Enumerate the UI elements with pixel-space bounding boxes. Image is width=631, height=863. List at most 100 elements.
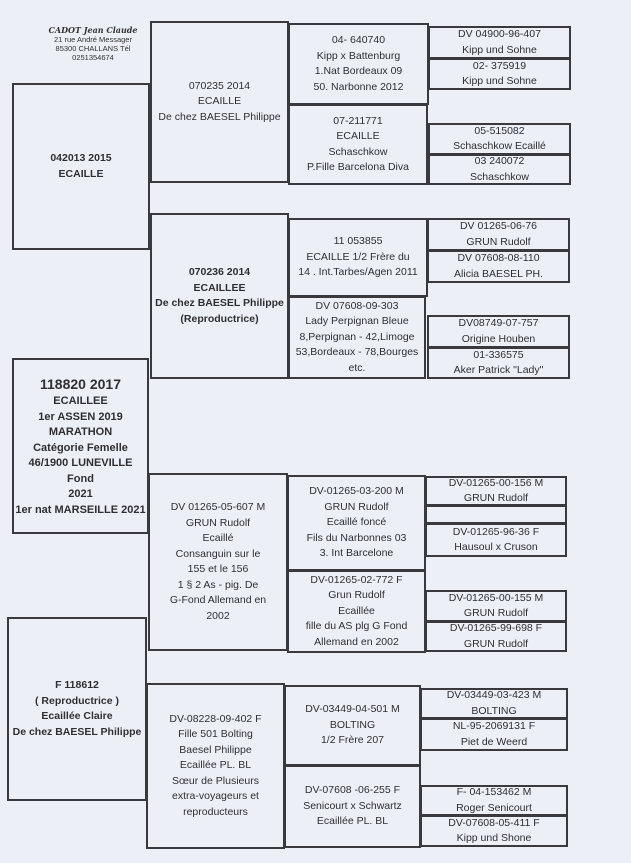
breeder-name: CADOT Jean Claude	[48, 25, 138, 35]
pedigree-text-line: DV-07608-05-411 F	[448, 816, 540, 829]
pedigree-text-line: DV-01265-03-200 M	[309, 485, 404, 498]
pedigree-text-line: DV-01265-02-772 F	[310, 573, 403, 586]
pedigree-text-line: GRUN Rudolf	[463, 637, 529, 650]
pedigree-text-line: ECAILLE	[336, 130, 380, 142]
pedigree-text-line: 070236 2014	[188, 266, 251, 278]
pedigree-text-line: Ecaillée PL. BL	[179, 759, 252, 772]
pedigree-text-line: Hausoul x Cruson	[454, 541, 538, 553]
pedigree-text-line: Senicourt x Schwartz	[303, 799, 402, 812]
great-ancestor-box: DV-07608-05-411 F Kipp und Shone	[420, 815, 568, 847]
pedigree-text-line: 1er ASSEN 2019	[38, 410, 123, 423]
pedigree-text-line: Catégorie Femelle	[33, 441, 128, 454]
pedigree-text-line: F- 04-153462 M	[456, 786, 532, 798]
pedigree-text-line: Origine Houben	[461, 332, 536, 345]
great-ancestor-box: DV-01265-00-156 M GRUN Rudolf	[425, 476, 567, 506]
pedigree-text-line: Kipp und Sohne	[462, 43, 537, 56]
pedigree-text-line: 53,Bordeaux - 78,Bourges	[295, 346, 419, 359]
pedigree-text-line: ( Reproductrice )	[34, 694, 119, 707]
pedigree-text-line: DV-01265-96-36 F	[452, 525, 540, 538]
pedigree-text-line: BOLTING	[471, 704, 517, 717]
pedigree-text-line: Schaschkow Ecaillé	[453, 140, 546, 152]
pedigree-text-line: 1/2 Frère 207	[320, 734, 385, 747]
pedigree-text-line: 2002	[206, 609, 230, 622]
pedigree-text-line: GRUN Rudolf	[185, 516, 251, 529]
pedigree-text-line: DV 07608-09-303	[315, 299, 399, 312]
pedigree-text-line: ECAILLE	[58, 167, 104, 180]
pedigree-text-line: De chez BAESEL Philippe	[155, 297, 284, 309]
pedigree-text-line: Baesel Philippe	[179, 743, 252, 756]
pedigree-text-line: 3. Int Barcelone	[319, 547, 394, 560]
pedigree-text-line: Kipp und Sohne	[462, 75, 537, 87]
pedigree-text-line: Consanguin sur le	[175, 547, 261, 560]
pedigree-text-line: DV 04900-96-407	[458, 28, 541, 40]
pedigree-text-line: DV 01265-06-76	[459, 220, 538, 232]
pedigree-text-line: P.Fille Barcelona Diva	[307, 161, 409, 173]
pedigree-text-line: reproducteurs	[183, 805, 248, 818]
pedigree-text-line: GRUN Rudolf	[463, 492, 529, 504]
pedigree-text-line: ECAILLEE	[193, 281, 246, 294]
pedigree-text-line: Ecaillée Claire	[41, 710, 113, 722]
pedigree-text-line: Lady Perpignan Bleue	[305, 315, 409, 328]
great-ancestor-box: DV-01265-00-155 M GRUN Rudolf	[425, 590, 567, 622]
pedigree-text-line: etc.	[348, 361, 366, 374]
pedigree-text-line: DV-01265-99-698 F	[449, 622, 543, 634]
pedigree-text-line: Ecaillé foncé	[326, 516, 387, 529]
breeder-phone: 0251354674	[72, 53, 114, 62]
pedigree-text-line: 1.Nat Bordeaux 09	[314, 65, 403, 77]
pedigree-text-line: 042013 2015	[50, 152, 112, 164]
pedigree-text-line: DV-07608 -06-255 F	[304, 784, 401, 797]
pedigree-text-line: Ecaillée	[338, 604, 375, 617]
pedigree-text-line: 05-515082	[474, 124, 525, 137]
breeder-stamp: CADOT Jean Claude 21 rue André Messager …	[48, 25, 138, 63]
pedigree-text-line: Kipp x Battenburg	[316, 49, 401, 62]
pedigree-text-line: Fille 501 Bolting	[178, 728, 253, 741]
pedigree-text-line: Fils du Narbonnes 03	[306, 531, 407, 544]
pedigree-text-line: GRUN Rudolf	[463, 607, 529, 619]
pedigree-text-line: Roger Senicourt	[456, 801, 532, 814]
pedigree-text-line: Allemand en 2002	[314, 635, 399, 648]
pedigree-text-line: GRUN Rudolf	[324, 500, 389, 513]
pedigree-text-line: G-Fond Allemand en	[169, 594, 267, 606]
pedigree-text-line: GRUN Rudolf	[466, 235, 531, 248]
dam-box: F 118612( Reproductrice )Ecaillée Claire…	[7, 617, 147, 801]
pedigree-text-line: MARATHON	[48, 426, 113, 438]
pedigree-text-line: Kipp und Shone	[456, 832, 532, 844]
pedigree-text-line: (Reproductrice)	[180, 312, 259, 325]
pedigree-text-line: De chez BAESEL Philippe	[158, 110, 281, 123]
pedigree-text-line: DV-03449-03-423 M	[446, 689, 542, 701]
pedigree-text-line: Grun Rudolf	[328, 589, 385, 602]
pedigree-text-line: DV 07608-08-110	[457, 252, 540, 264]
pedigree-text-line: BOLTING	[329, 718, 376, 731]
pedigree-text-line: 01-336575	[473, 348, 524, 361]
pedigree-text-line: Ecaillé	[202, 532, 234, 544]
pedigree-text-line: 1 § 2 As - pig. De	[177, 578, 259, 591]
pedigree-text-line: ECAILLE	[197, 95, 242, 108]
pedigree-text-line: 07-211771	[333, 114, 383, 127]
pedigree-text-line: DV-01265-00-156 M	[448, 476, 544, 489]
pedigree-text-line: DV-01265-00-155 M	[448, 591, 544, 604]
pedigree-text-line: Ecaillée PL. BL	[316, 815, 389, 828]
pedigree-text-line: 2021	[68, 488, 93, 500]
pedigree-text-line: 03 240072	[474, 155, 525, 167]
pedigree-text-line: 8,Perpignan - 42,Limoge	[299, 330, 415, 343]
pedigree-text-line: ECAILLEE	[53, 395, 108, 407]
pedigree-text-line: extra-voyageurs et	[172, 790, 259, 803]
pedigree-text-line: Schaschkow	[328, 145, 388, 158]
